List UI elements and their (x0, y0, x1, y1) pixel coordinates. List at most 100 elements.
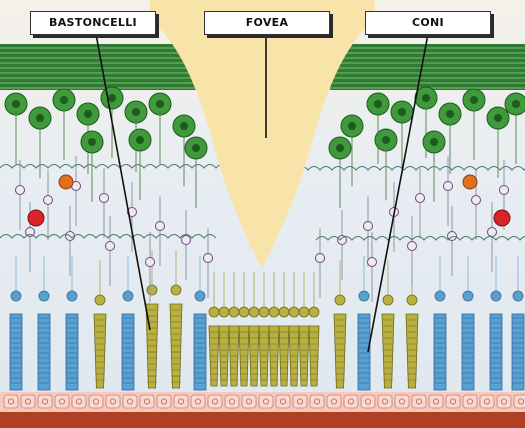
pigment-cell (225, 395, 239, 408)
pigment-cell (72, 395, 86, 408)
rod-outer-segment (122, 314, 134, 390)
ganglion-nucleus (512, 100, 520, 108)
rod-outer-segment (434, 314, 446, 390)
pigment-cell (327, 395, 341, 408)
bipolar-cell (444, 182, 453, 191)
cone-nucleus (269, 307, 279, 317)
pigment-cell (446, 395, 460, 408)
bipolar-cell (106, 242, 115, 251)
rod-nucleus (463, 291, 473, 301)
bipolar-cell (100, 194, 109, 203)
cone-nucleus (229, 307, 239, 317)
rod-outer-segment (462, 314, 474, 390)
bipolar-cell (182, 236, 191, 245)
cone-nucleus (219, 307, 229, 317)
rod-nucleus (123, 291, 133, 301)
ganglion-nucleus (12, 100, 20, 108)
ganglion-nucleus (136, 136, 144, 144)
amacrine-cell (494, 210, 510, 226)
cone-nucleus (279, 307, 289, 317)
rod-nucleus (435, 291, 445, 301)
bipolar-cell (156, 222, 165, 231)
pigment-cell (259, 395, 273, 408)
pigment-cell (395, 395, 409, 408)
rod-outer-segment (10, 314, 22, 390)
ganglion-nucleus (156, 100, 164, 108)
pigment-cell (497, 395, 511, 408)
pigment-cell (276, 395, 290, 408)
rod-outer-segment (512, 314, 524, 390)
pigment-epithelium-layer (0, 392, 525, 412)
rod-nucleus (513, 291, 523, 301)
pigment-cell (4, 395, 18, 408)
cone-inner-segment (334, 314, 346, 388)
pigment-cell (412, 395, 426, 408)
bipolar-cell (44, 196, 53, 205)
ganglion-nucleus (36, 114, 44, 122)
choroid-layer (0, 410, 525, 428)
pigment-cell (429, 395, 443, 408)
cone-nucleus (171, 285, 181, 295)
ganglion-nucleus (108, 94, 116, 102)
rod-nucleus (39, 291, 49, 301)
fovea-label: FOVEA (204, 11, 330, 35)
rod-nucleus (491, 291, 501, 301)
bipolar-cell (146, 258, 155, 267)
cone-nucleus (335, 295, 345, 305)
pigment-cell (378, 395, 392, 408)
ganglion-nucleus (180, 122, 188, 130)
pigment-cell (242, 395, 256, 408)
bipolar-cell (408, 242, 417, 251)
bipolar-cell (488, 228, 497, 237)
pigment-cell (293, 395, 307, 408)
cone-nucleus (147, 285, 157, 295)
cone-inner-segment (382, 314, 394, 388)
cone-nucleus (383, 295, 393, 305)
pigment-cell (55, 395, 69, 408)
cone-nucleus (239, 307, 249, 317)
ganglion-nucleus (84, 110, 92, 118)
ganglion-nucleus (494, 114, 502, 122)
rod-nucleus (195, 291, 205, 301)
cone-inner-segment (406, 314, 418, 388)
cone-nucleus (309, 307, 319, 317)
cone-nucleus (259, 307, 269, 317)
pigment-cell (157, 395, 171, 408)
rods-label: BASTONCELLI (30, 11, 156, 35)
bipolar-cell (316, 254, 325, 263)
ganglion-nucleus (422, 94, 430, 102)
bipolar-cell (500, 186, 509, 195)
ganglion-nucleus (132, 108, 140, 116)
ganglion-nucleus (192, 144, 200, 152)
ganglion-nucleus (382, 136, 390, 144)
pigment-cell (361, 395, 375, 408)
horizontal-cell (59, 175, 73, 189)
ganglion-nucleus (374, 100, 382, 108)
rod-nucleus (67, 291, 77, 301)
bipolar-cell (16, 186, 25, 195)
cone-nucleus (209, 307, 219, 317)
cone-nucleus (249, 307, 259, 317)
pigment-cell (344, 395, 358, 408)
pigment-cell (480, 395, 494, 408)
horizontal-cell (463, 175, 477, 189)
rod-nucleus (11, 291, 21, 301)
bipolar-cell (368, 258, 377, 267)
bipolar-cell (204, 254, 213, 263)
pigment-cell (38, 395, 52, 408)
rod-outer-segment (38, 314, 50, 390)
pigment-cell (191, 395, 205, 408)
pigment-cell (208, 395, 222, 408)
rod-outer-segment (194, 314, 206, 390)
bipolar-cell (416, 194, 425, 203)
rod-outer-segment (66, 314, 78, 390)
ganglion-nucleus (348, 122, 356, 130)
ganglion-nucleus (470, 96, 478, 104)
pigment-cell (21, 395, 35, 408)
cones-label: CONI (365, 11, 491, 35)
ganglion-nucleus (88, 138, 96, 146)
cone-inner-segment (94, 314, 106, 388)
cone-nucleus (95, 295, 105, 305)
